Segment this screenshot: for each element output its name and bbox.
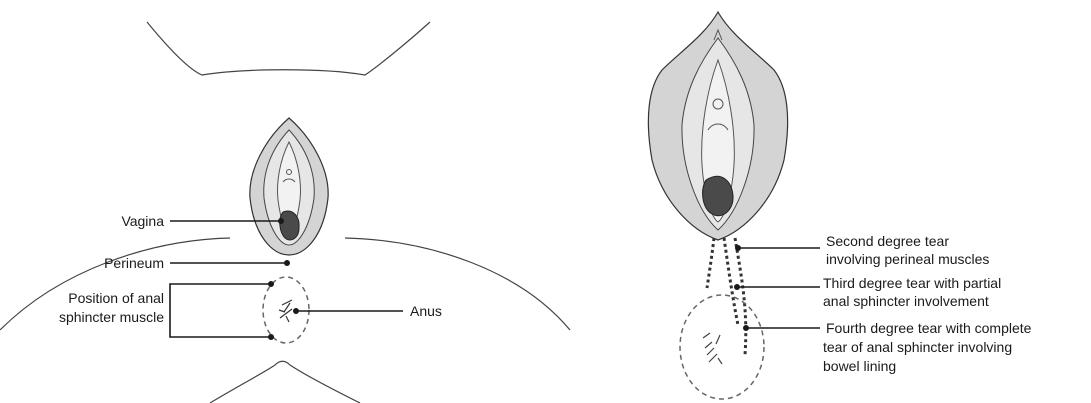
left-figure: Vagina Perineum Position of anal sphinct… [0, 22, 570, 403]
vaginal-opening [280, 211, 299, 240]
label-vagina: Vagina [121, 213, 164, 229]
label-second-degree-line2: involving perineal muscles [826, 251, 989, 267]
sphincter-bracket [170, 284, 271, 337]
second-degree-tear [707, 238, 714, 288]
fourth-degree-leader-dot [743, 325, 749, 331]
fourth-degree-tear [735, 238, 746, 355]
vulva-enlarged [648, 12, 787, 240]
upper-thigh-outline [147, 22, 430, 75]
label-sphincter-line2: sphincter muscle [59, 309, 164, 325]
label-fourth-degree-line1: Fourth degree tear with complete [826, 320, 1032, 336]
vagina-leader-dot [278, 218, 284, 224]
label-fourth-degree-line3: bowel lining [823, 358, 896, 374]
vulva [250, 118, 328, 255]
gluteal-cleft-outline [210, 361, 360, 403]
sphincter-top-dot [268, 281, 274, 287]
vaginal-opening-enlarged [703, 176, 733, 215]
right-figure: Second degree tear involving perineal mu… [648, 12, 1031, 399]
label-sphincter-line1: Position of anal [68, 290, 164, 306]
anus-mark [279, 300, 292, 322]
label-anus: Anus [410, 303, 442, 319]
anus-leader-dot [293, 308, 299, 314]
perineum-leader-dot [284, 260, 290, 266]
anus-mark-enlarged [703, 333, 722, 364]
label-third-degree-line2: anal sphincter involvement [823, 293, 989, 309]
label-third-degree-line1: Third degree tear with partial [823, 275, 1001, 291]
third-degree-leader-dot [734, 284, 740, 290]
right-buttock-outline [345, 238, 570, 330]
label-fourth-degree-line2: tear of anal sphincter involving [823, 339, 1012, 355]
sphincter-zone-enlarged [680, 295, 764, 399]
sphincter-bottom-dot [268, 334, 274, 340]
label-second-degree-line1: Second degree tear [826, 233, 949, 249]
label-perineum: Perineum [104, 255, 164, 271]
second-degree-leader-dot [735, 245, 741, 251]
